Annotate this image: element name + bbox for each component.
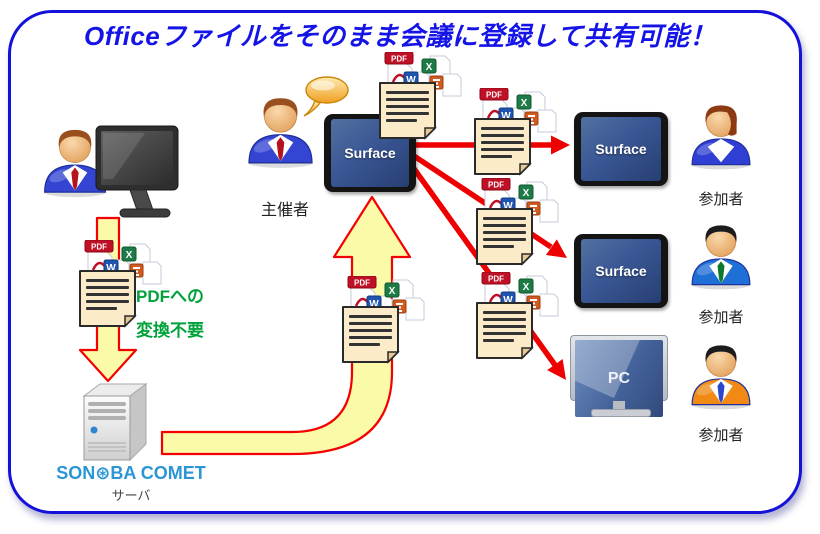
- share-arrow-1-head: [551, 135, 570, 155]
- participant-label: 参加者: [698, 191, 744, 208]
- share-arrow-2-head: [545, 239, 567, 258]
- note-line: 変換不要: [136, 321, 204, 340]
- participant-person-icon: [682, 214, 760, 296]
- organizer-label: 主催者: [260, 202, 309, 219]
- participant-surface-tablet-2: Surface: [574, 234, 668, 308]
- pc-screen-label: PC: [607, 369, 631, 387]
- speech-bubble-icon: [303, 76, 349, 117]
- canvas-border: [8, 10, 802, 514]
- participant-person-icon: [682, 94, 760, 176]
- user-monitor-icon: [95, 125, 179, 218]
- document-stack-icon: [470, 88, 562, 184]
- surface-screen-label: Surface: [344, 145, 396, 161]
- surface-screen-label: Surface: [595, 263, 647, 279]
- participant-surface-tablet-1: Surface: [574, 112, 668, 186]
- tablet-screen: Surface: [581, 117, 661, 181]
- document-stack-icon: [472, 272, 564, 368]
- participant-label: 参加者: [698, 427, 744, 444]
- server-icon: [82, 383, 148, 462]
- document-stack-icon: [375, 52, 467, 148]
- participant-label: 参加者: [698, 309, 744, 326]
- surface-screen-label: Surface: [595, 141, 647, 157]
- participant-person-icon: [682, 334, 760, 416]
- page-title: Officeファイルをそのまま会議に登録して共有可能！: [84, 21, 716, 51]
- pc-stand-base: [591, 409, 651, 417]
- pdf-conversion-note: PDFへの 変換不要: [136, 288, 204, 356]
- share-arrow-3-head: [547, 359, 566, 380]
- pc-stand-neck: [613, 401, 625, 409]
- note-line: PDFへの: [136, 287, 204, 306]
- participant-pc-monitor: PC: [570, 335, 668, 423]
- document-stack-icon: [472, 178, 564, 274]
- document-stack-icon: [338, 276, 430, 372]
- tablet-screen: Surface: [581, 239, 661, 303]
- server-logo: SON⊛BA COMET: [56, 463, 206, 483]
- server-label: サーバ: [111, 488, 151, 503]
